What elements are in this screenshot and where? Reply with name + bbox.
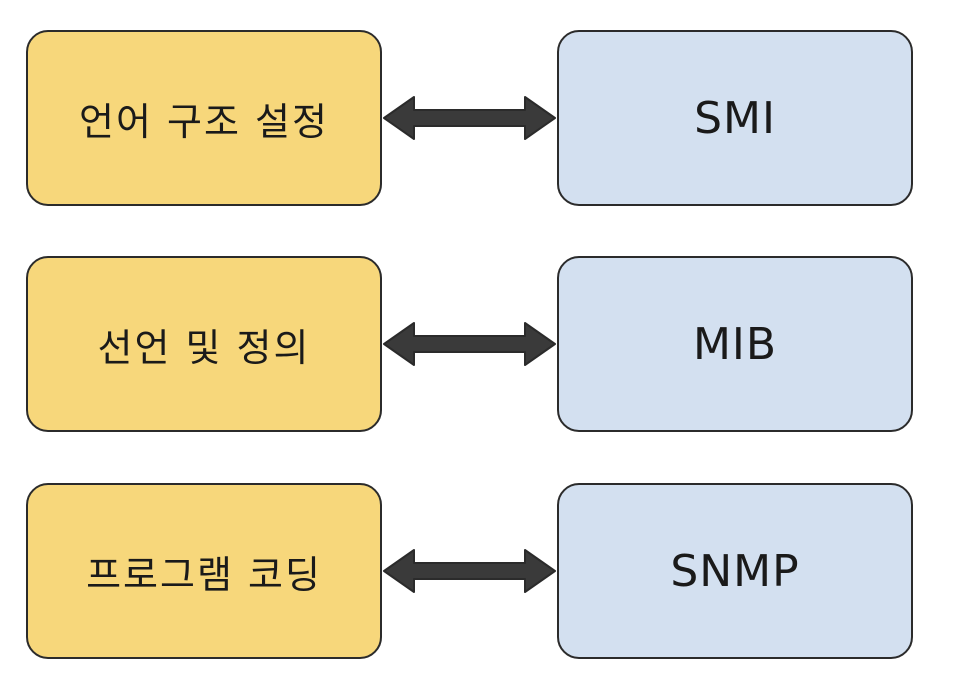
- double-arrow-icon: [383, 322, 556, 366]
- protocol-label: SNMP: [670, 545, 800, 597]
- concept-label: 선언 및 정의: [97, 325, 311, 370]
- concept-box-declaration: 선언 및 정의: [26, 256, 382, 432]
- double-arrow-icon: [383, 549, 556, 593]
- protocol-box-smi: SMI: [557, 30, 913, 206]
- concept-label: 언어 구조 설정: [79, 99, 329, 144]
- double-arrow-icon: [383, 96, 556, 140]
- concept-label: 프로그램 코딩: [86, 552, 322, 597]
- protocol-box-snmp: SNMP: [557, 483, 913, 659]
- protocol-box-mib: MIB: [557, 256, 913, 432]
- protocol-label: SMI: [694, 92, 776, 144]
- concept-box-language-structure: 언어 구조 설정: [26, 30, 382, 206]
- protocol-label: MIB: [692, 318, 778, 370]
- concept-box-program-coding: 프로그램 코딩: [26, 483, 382, 659]
